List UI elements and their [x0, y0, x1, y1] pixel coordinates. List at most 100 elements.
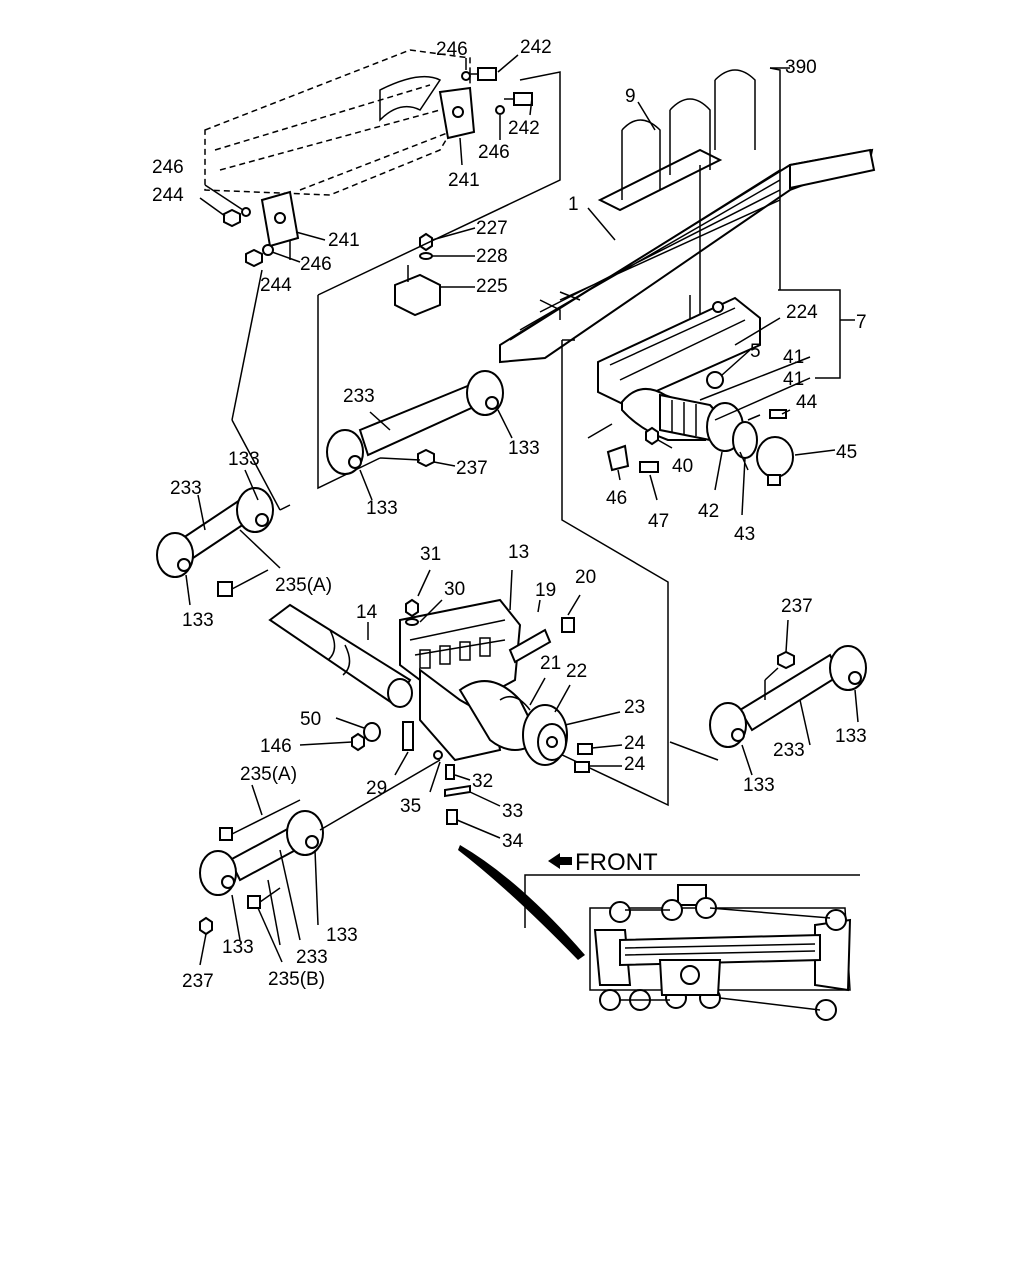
bolt-44 — [769, 409, 787, 419]
torque-rod-left — [156, 487, 274, 597]
nut-5 — [706, 371, 724, 389]
washer-30 — [405, 618, 419, 626]
leader-lines-axle-right — [617, 317, 836, 516]
frame-rail-section — [204, 49, 471, 196]
label-5: 5 — [750, 341, 761, 362]
label-33: 33 — [502, 801, 523, 822]
seal-43 — [732, 421, 758, 459]
label-43: 43 — [734, 524, 755, 545]
label-246: 246 — [478, 142, 510, 163]
front-arrow-icon — [548, 853, 572, 869]
pointer-arrow — [458, 845, 585, 960]
label-242: 242 — [520, 37, 552, 58]
bolt-242-upper — [470, 67, 497, 81]
label-45: 45 — [836, 442, 857, 463]
front-label: FRONT — [575, 849, 658, 876]
bolt-47 — [639, 461, 659, 473]
label-146: 146 — [260, 736, 292, 757]
nut-40 — [645, 426, 659, 446]
torque-rod-lower — [199, 799, 324, 936]
label-233: 233 — [773, 740, 805, 761]
label-9: 9 — [625, 86, 636, 107]
label-235a: 235(A) — [240, 764, 297, 785]
label-35: 35 — [400, 796, 421, 817]
label-23: 23 — [624, 697, 645, 718]
nut-237-right — [777, 650, 795, 670]
nut-244-left — [223, 208, 241, 228]
pin-24b — [574, 761, 590, 773]
washer-246-left — [241, 207, 251, 217]
label-390: 390 — [785, 57, 817, 78]
label-31: 31 — [420, 544, 441, 565]
ball-35 — [433, 750, 443, 760]
bolt-242-lower — [504, 92, 533, 106]
label-224: 224 — [786, 302, 818, 323]
clip-46 — [606, 444, 630, 472]
pin-19 — [508, 628, 552, 664]
pin-24a — [577, 743, 593, 755]
label-133: 133 — [228, 449, 260, 470]
label-133: 133 — [835, 726, 867, 747]
label-233: 233 — [296, 947, 328, 968]
label-32: 32 — [472, 771, 493, 792]
label-19: 19 — [535, 580, 556, 601]
bracket-7 — [778, 289, 841, 379]
leader-lines-center — [299, 569, 623, 839]
label-34: 34 — [502, 831, 524, 852]
label-50: 50 — [300, 709, 321, 730]
label-246: 246 — [300, 254, 332, 275]
label-41: 41 — [783, 369, 804, 390]
nut-146 — [351, 732, 365, 752]
label-233: 233 — [343, 386, 375, 407]
rubber-mount-225 — [394, 227, 476, 317]
lock-33 — [444, 784, 471, 798]
label-233: 233 — [170, 478, 202, 499]
bolt-20 — [561, 617, 575, 633]
label-241: 241 — [448, 170, 480, 191]
label-133: 133 — [366, 498, 398, 519]
label-244: 244 — [260, 275, 292, 296]
nut-244-lower — [245, 248, 263, 268]
label-21: 21 — [540, 653, 561, 674]
bracket-390-line — [769, 67, 781, 290]
u-bolt-group — [597, 69, 756, 212]
label-227: 227 — [476, 218, 508, 239]
frame-bracket-lower — [260, 190, 300, 248]
leader-lines-rod-upper — [359, 409, 513, 501]
front-locator-inset — [458, 845, 860, 1021]
label-42: 42 — [698, 501, 719, 522]
pin-32 — [445, 764, 455, 780]
leader-lines-rod-left — [185, 240, 291, 606]
label-22: 22 — [566, 661, 587, 682]
label-235b: 235(B) — [268, 969, 325, 990]
label-44: 44 — [796, 392, 818, 413]
label-242: 242 — [508, 118, 540, 139]
label-237: 237 — [456, 458, 488, 479]
callout-box-right — [519, 340, 669, 807]
label-1: 1 — [568, 194, 579, 215]
label-235a: 235(A) — [275, 575, 332, 596]
cap-45 — [756, 436, 794, 478]
torque-rod-upper — [326, 370, 504, 475]
leader-lines-rod-right — [669, 619, 859, 776]
label-241: 241 — [328, 230, 360, 251]
label-14: 14 — [356, 602, 378, 623]
label-24: 24 — [624, 754, 646, 775]
label-24: 24 — [624, 733, 646, 754]
label-47: 47 — [648, 511, 669, 532]
torque-rod-right — [709, 645, 867, 748]
label-7: 7 — [856, 312, 867, 333]
nut-31 — [405, 598, 419, 618]
label-29: 29 — [366, 778, 387, 799]
small-parts-center — [351, 598, 593, 825]
label-133: 133 — [743, 775, 775, 796]
leader-lines-spring — [587, 67, 790, 241]
leaf-spring — [499, 148, 876, 364]
axle-shaft-14 — [268, 603, 413, 708]
washer-246-lower — [262, 244, 274, 256]
label-41: 41 — [783, 347, 804, 368]
label-133: 133 — [222, 937, 254, 958]
label-133: 133 — [182, 610, 214, 631]
label-246: 246 — [436, 39, 468, 60]
